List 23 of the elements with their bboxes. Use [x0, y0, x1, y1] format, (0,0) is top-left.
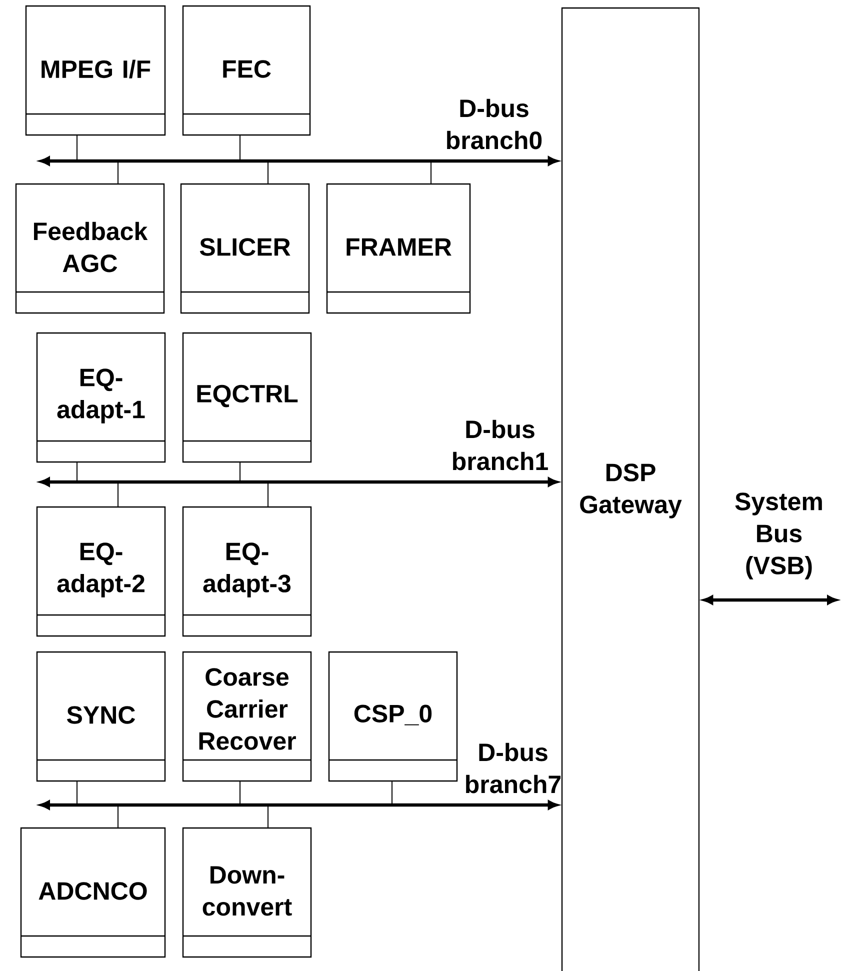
module-box: EQ- adapt-2: [36, 506, 166, 637]
module-box: FRAMER: [326, 183, 471, 314]
module-box: Coarse Carrier Recover: [182, 651, 312, 782]
edge-label: D-bus branch7: [466, 742, 561, 794]
module-box: EQCTRL: [182, 332, 312, 463]
module-box: CSP_0: [328, 651, 458, 782]
module-box: EQ- adapt-3: [182, 506, 312, 637]
module-box: MPEG I/F: [25, 5, 166, 136]
module-box: Down- convert: [182, 827, 312, 958]
bus-tap-line: [76, 134, 78, 162]
module-box: SYNC: [36, 651, 166, 782]
module-box: SLICER: [180, 183, 310, 314]
module-box: ADCNCO: [20, 827, 166, 958]
bus-tap-line: [430, 160, 432, 184]
bus-tap-line: [76, 462, 78, 482]
edge-label: D-bus branch0: [447, 98, 542, 150]
module-box: EQ- adapt-1: [36, 332, 166, 463]
edge-label: D-bus branch1: [453, 420, 548, 470]
gateway-box: DSP Gateway: [561, 7, 700, 971]
bus-tap-line: [76, 780, 78, 806]
edge-label: System Bus (VSB): [735, 492, 822, 580]
module-box: FEC: [182, 5, 311, 136]
module-box: Feedback AGC: [15, 183, 165, 314]
